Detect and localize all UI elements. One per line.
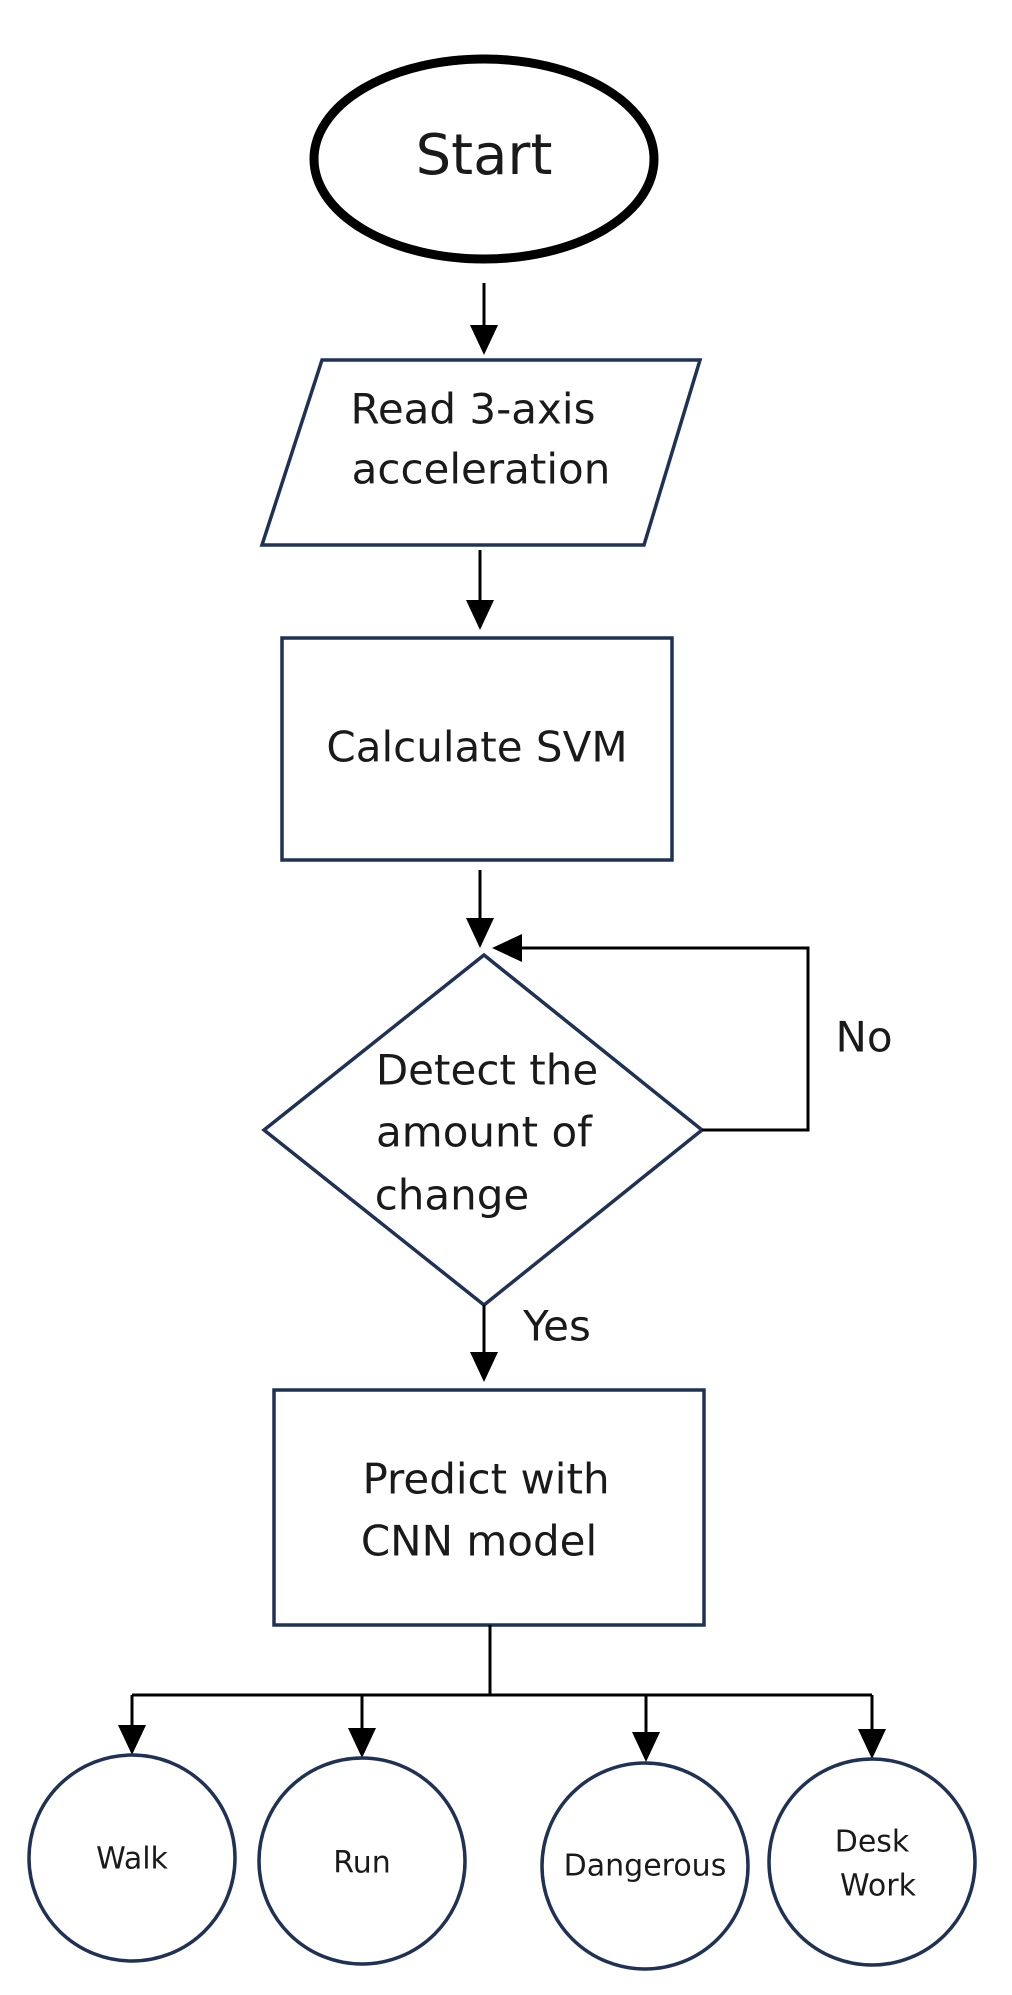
no-loop-connector [492,934,810,1132]
predict-cnn-line-2: CNN model [361,1517,597,1566]
start-label: Start [416,123,553,188]
arrow-to-dangerous [632,1732,660,1762]
detect-change-line-3: change [375,1171,530,1220]
arrow-read-to-calculate [466,550,494,630]
desk-work-line-1: Desk [835,1825,910,1860]
output-walk: Walk [27,1753,237,1963]
calculate-svm-box [280,636,674,862]
dangerous-circle [540,1761,750,1971]
arrow-detect-to-predict [470,1305,498,1382]
output-run: Run [257,1756,467,1966]
no-label: No [835,1013,892,1062]
arrow-start-to-read [470,283,498,355]
start-ellipse [309,54,659,264]
branch-connectors [118,1625,886,1762]
calculate-svm-node: Calculate SVM [280,636,674,862]
detect-change-line-2: amount of [376,1108,593,1157]
arrow-to-run [348,1728,376,1758]
run-circle [257,1756,467,1966]
dangerous-label: Dangerous [564,1849,727,1884]
predict-cnn-line-1: Predict with [362,1455,609,1504]
output-desk-work: Desk Work [767,1757,977,1967]
detect-change-line-1: Detect the [376,1046,598,1095]
walk-label: Walk [96,1842,168,1877]
calculate-svm-label: Calculate SVM [326,723,627,772]
predict-cnn-box [272,1388,706,1627]
read-acceleration-node: Read 3-axis acceleration [259,358,703,547]
desk-work-circle [767,1757,977,1967]
start-node: Start [309,54,659,264]
read-acceleration-line-2: acceleration [352,445,611,494]
arrow-to-walk [118,1725,146,1755]
detect-change-node: Detect the amount of change [261,952,705,1308]
output-dangerous: Dangerous [540,1761,750,1971]
arrow-calculate-to-detect [466,870,494,948]
yes-label: Yes [522,1302,591,1351]
run-label: Run [333,1846,391,1881]
predict-cnn-node: Predict with CNN model [272,1388,706,1627]
desk-work-line-2: Work [840,1869,917,1904]
read-acceleration-parallelogram [259,358,703,547]
walk-circle [27,1753,237,1963]
arrow-to-desk-work [858,1729,886,1759]
read-acceleration-line-1: Read 3-axis [351,385,596,434]
